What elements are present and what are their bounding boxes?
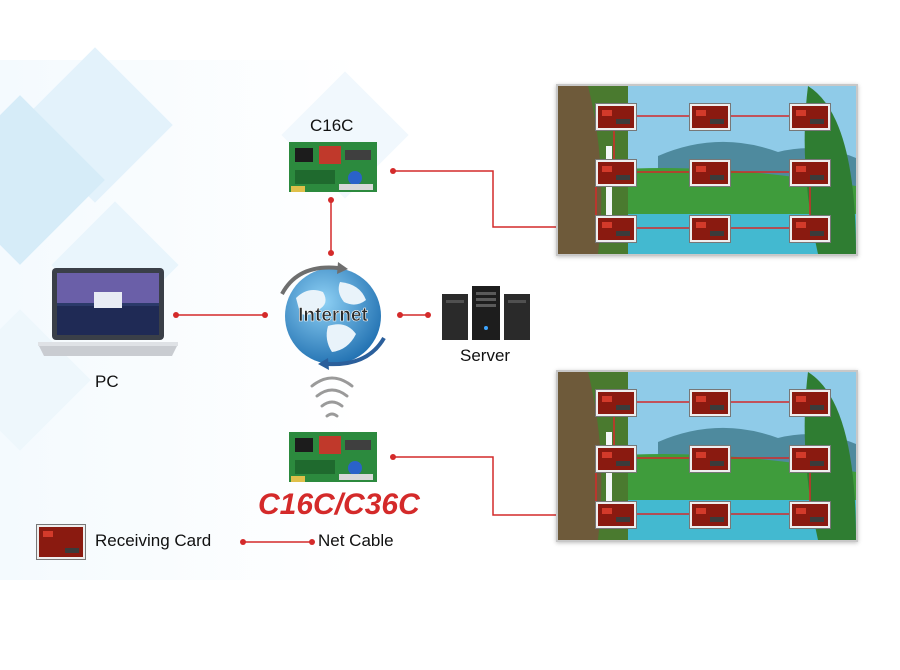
net-cable-controller-bottom-screen — [393, 456, 557, 516]
receiving-card-icon — [690, 216, 730, 242]
receiving-card-icon — [690, 446, 730, 472]
controller-bottom-label: C16C/C36C — [258, 488, 420, 521]
net-cable-controller-top-screen — [393, 170, 557, 228]
receiving-card-icon — [690, 160, 730, 186]
legend-net-cable-label: Net Cable — [318, 531, 394, 550]
controller-card-icon — [289, 142, 377, 192]
receiving-card-icon — [596, 502, 636, 528]
pc-label: PC — [95, 372, 119, 391]
server-label: Server — [460, 346, 511, 365]
wifi-signal-icon — [310, 376, 354, 418]
receiving-card-icon — [790, 502, 830, 528]
receiving-card-icon — [690, 104, 730, 130]
receiving-card-icon — [690, 390, 730, 416]
led-screen-image — [556, 84, 858, 256]
receiving-card-icon — [596, 104, 636, 130]
laptop-icon — [38, 268, 178, 356]
led-screen-image — [556, 370, 858, 542]
receiving-card-icon — [790, 104, 830, 130]
legend-receiving-card-icon — [37, 525, 85, 559]
controller-top-label: C16C — [310, 116, 354, 135]
receiving-card-icon — [596, 390, 636, 416]
receiving-card-icon — [790, 446, 830, 472]
receiving-card-icon — [596, 216, 636, 242]
receiving-card-icon — [596, 160, 636, 186]
receiving-card-icon — [596, 446, 636, 472]
controller-card-icon — [289, 432, 377, 482]
receiving-card-icon — [690, 502, 730, 528]
receiving-card-icon — [790, 160, 830, 186]
receiving-card-icon — [790, 216, 830, 242]
internet-label: Internet — [298, 305, 368, 326]
legend-receiving-card-label: Receiving Card — [95, 531, 212, 550]
receiving-card-icon — [790, 390, 830, 416]
server-icon — [442, 286, 530, 340]
globe-icon: Internet — [280, 262, 386, 370]
